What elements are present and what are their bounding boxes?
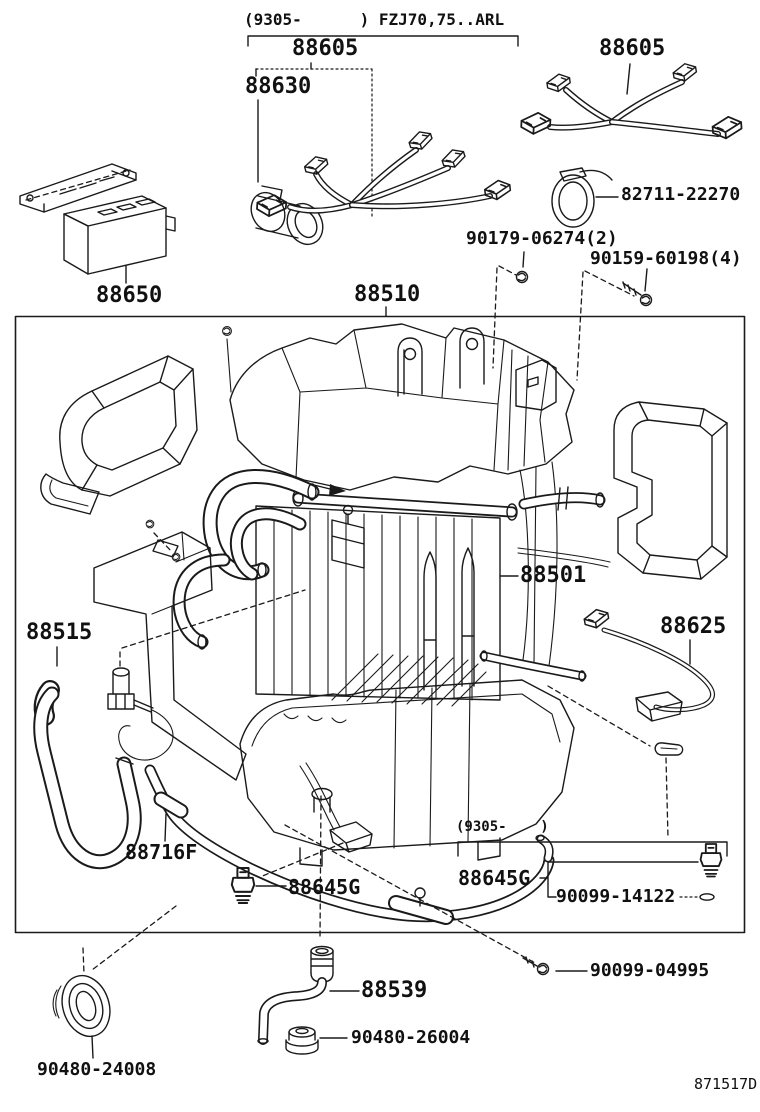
part-label-pressure-switch: 88645G <box>288 875 361 899</box>
drawing-code: 871517D <box>694 1075 758 1093</box>
rear-pipe-icon <box>481 650 585 682</box>
late-panel-note: (9305- ) <box>456 819 549 835</box>
part-label-wire: 88625 <box>660 614 727 639</box>
screw-washer-icon <box>515 270 529 284</box>
tube-88515-icon <box>41 667 174 862</box>
applicability-note: (9305- ) FZJ70,75..ARL <box>244 10 505 29</box>
applicability-bracket <box>247 35 519 47</box>
part-label-screw-tapping: 90159-60198(4) <box>590 248 742 269</box>
assembly-dashed-lines <box>82 265 669 975</box>
drain-hose-icon <box>257 945 334 1044</box>
diagram-frame <box>14 315 746 934</box>
grommet-tube-icon <box>52 974 111 1038</box>
grommet-drain-icon <box>285 1026 319 1055</box>
evaporator-core-icon <box>255 489 518 707</box>
part-label-grommet-tube: 90480-24008 <box>37 1059 157 1080</box>
small-fixings-icon <box>145 519 181 562</box>
wire-88625-icon <box>582 607 713 756</box>
part-label-harness-right: 88605 <box>599 36 666 61</box>
pressure-switch-late-icon <box>699 843 723 878</box>
part-label-tube-sensor: 88515 <box>26 620 93 645</box>
leader-lines-bottom <box>56 575 691 1059</box>
screw-tapping-icon <box>622 281 653 307</box>
part-label-drain-hose: 88539 <box>361 978 428 1003</box>
wire-harness-right-icon <box>520 61 744 141</box>
duct-bracket-icon <box>93 531 247 781</box>
part-label-evaporator: 88501 <box>520 563 587 588</box>
part-label-screw-washer: 90179-06274(2) <box>466 228 618 249</box>
oring-icon <box>699 893 715 901</box>
thermistor-icon <box>250 185 324 246</box>
part-label-amplifier: 88650 <box>96 283 163 308</box>
part-label-harness-top: 88605 <box>292 36 359 61</box>
screw-late-icon <box>522 956 588 976</box>
clamp-icon <box>551 167 613 228</box>
part-label-oring: 90099-14122 <box>556 886 676 907</box>
part-label-clamp: 82711-22270 <box>621 184 741 205</box>
amplifier-bracket-icon <box>19 163 137 213</box>
gasket-left-icon <box>40 355 198 515</box>
part-label-screw-late: 90099-04995 <box>590 960 710 981</box>
gasket-right-icon <box>613 401 728 580</box>
amplifier-icon <box>63 195 176 275</box>
leader-lines-top <box>125 62 648 317</box>
cooler-unit-cover-icon <box>222 323 575 496</box>
part-label-pressure-switch-late: 88645G <box>458 866 531 890</box>
wire-harness-top-icon <box>255 128 512 219</box>
drain-tray-icon <box>239 679 575 867</box>
switch-connector-icon <box>299 762 373 853</box>
part-label-cooler-unit: 88510 <box>354 282 421 307</box>
part-label-thermistor: 88630 <box>245 74 312 99</box>
unit-pipes-icon <box>179 476 611 650</box>
late-version-panel <box>457 841 728 901</box>
part-label-liquid-tube: 88716F <box>125 840 198 864</box>
part-label-grommet-drain: 90480-26004 <box>351 1027 471 1048</box>
